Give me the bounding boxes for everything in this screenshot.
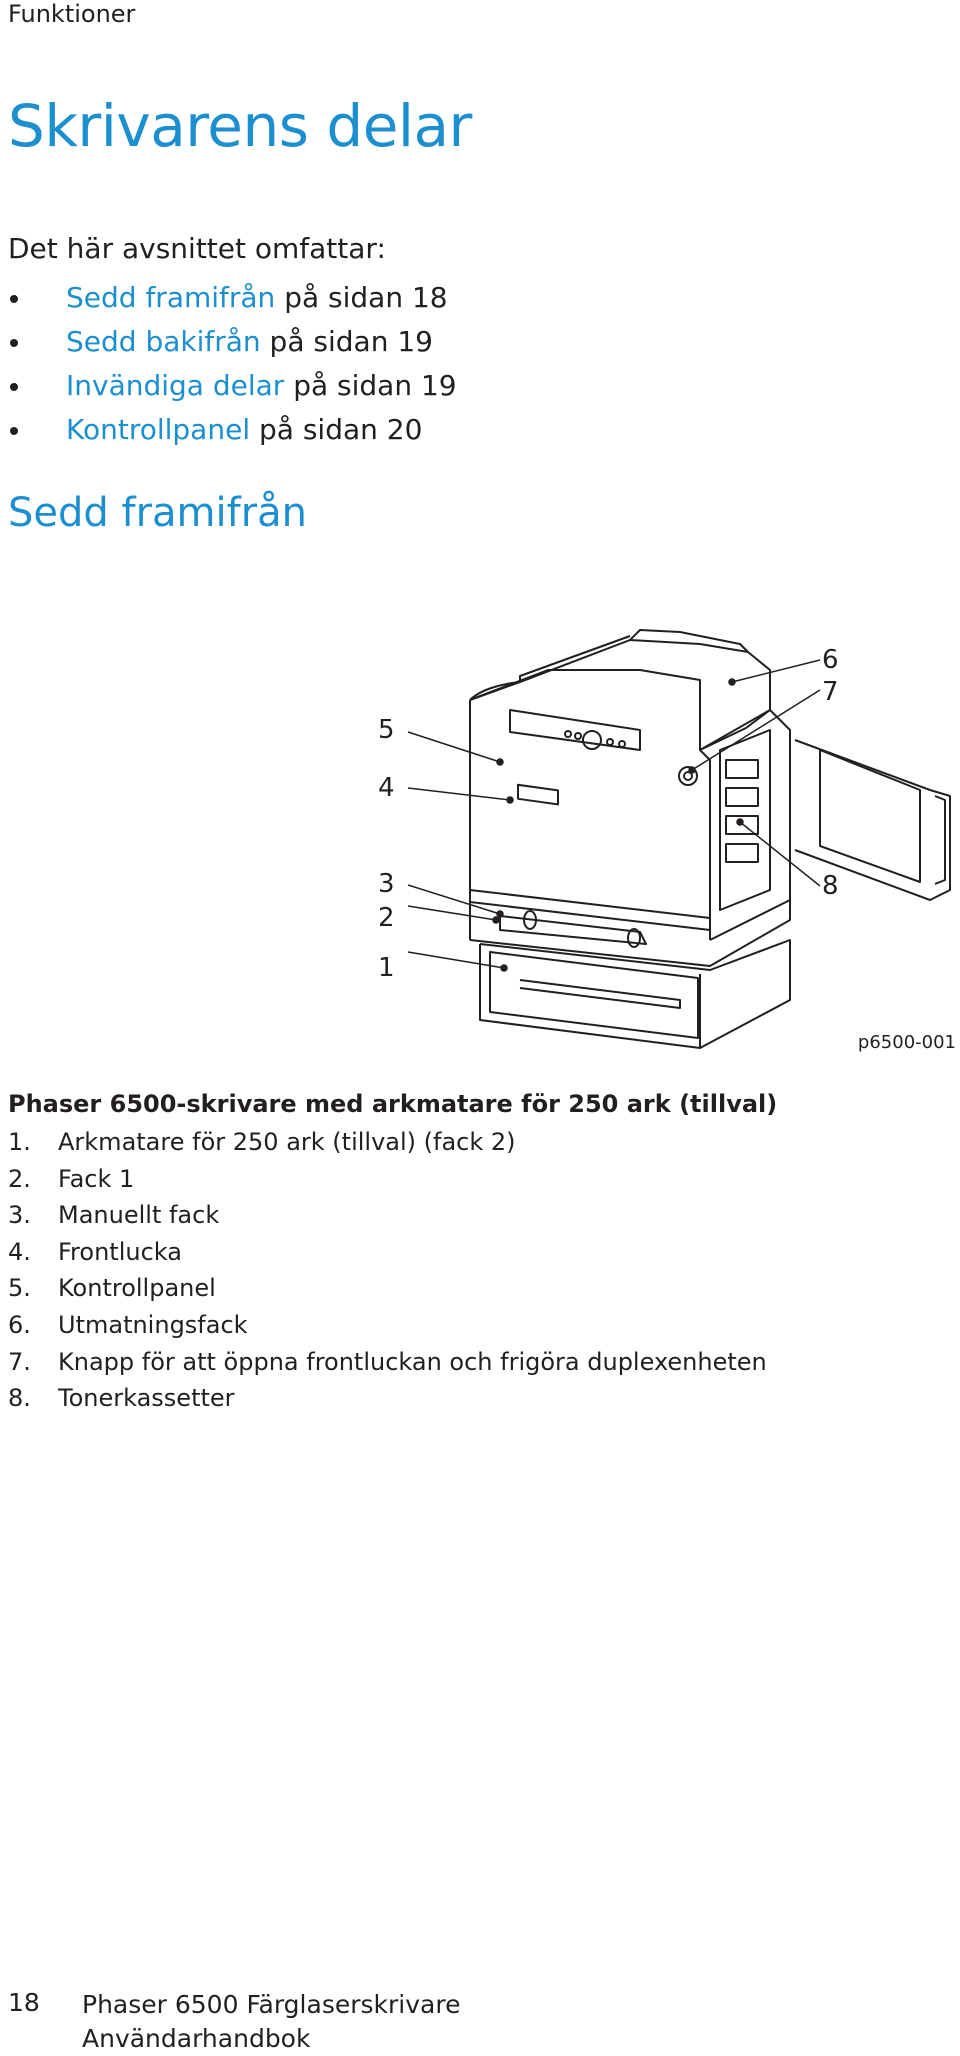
- control-panel: [509, 709, 641, 751]
- page-number: 18: [8, 1988, 40, 2017]
- intro-text: Det här avsnittet omfattar:: [8, 232, 386, 265]
- callout-6: 6: [822, 645, 839, 675]
- toc-link-internal-parts[interactable]: Invändiga delar: [66, 369, 285, 402]
- printer-front-body: [469, 669, 711, 940]
- callout-2: 2: [378, 903, 395, 933]
- toc-link-rear-view[interactable]: Sedd bakifrån: [66, 325, 261, 358]
- section-title: Sedd framifrån: [8, 490, 308, 536]
- figure-caption: Phaser 6500-skrivare med arkmatare för 2…: [8, 1090, 778, 1118]
- callout-3: 3: [378, 869, 395, 899]
- running-header: Funktioner: [8, 0, 136, 28]
- toc-page-ref: på sidan 18: [275, 281, 448, 314]
- bullet-icon: [10, 339, 18, 347]
- toner-cartridges: [719, 729, 771, 911]
- open-front-door: [794, 739, 951, 901]
- printer-illustration: 6 7 5 4 3 2 1 8: [378, 629, 951, 1049]
- footer-title: Phaser 6500 Färglaserskrivare Användarha…: [82, 1988, 460, 2056]
- toc-page-ref: på sidan 19: [284, 369, 457, 402]
- callout-1: 1: [378, 953, 395, 983]
- page-title: Skrivarens delar: [8, 92, 472, 160]
- front-door-release-button: [678, 766, 698, 786]
- callout-5: 5: [378, 715, 395, 745]
- bullet-icon: [10, 383, 18, 391]
- callout-8: 8: [822, 871, 839, 901]
- bullet-icon: [10, 427, 18, 435]
- footer-product: Phaser 6500 Färglaserskrivare: [82, 1990, 461, 2019]
- figure-code: p6500-001: [857, 1032, 956, 1053]
- manual-feed-tray: [499, 915, 647, 945]
- toc-link-front-view[interactable]: Sedd framifrån: [66, 281, 276, 314]
- footer-doc-type: Användarhandbok: [82, 2024, 311, 2053]
- optional-feeder: [479, 939, 791, 1049]
- bullet-icon: [10, 295, 18, 303]
- callout-7: 7: [822, 677, 839, 707]
- toc-link-control-panel[interactable]: Kontrollpanel: [66, 413, 251, 446]
- toc-page-ref: på sidan 20: [250, 413, 423, 446]
- callout-4: 4: [378, 773, 395, 803]
- toc-page-ref: på sidan 19: [260, 325, 433, 358]
